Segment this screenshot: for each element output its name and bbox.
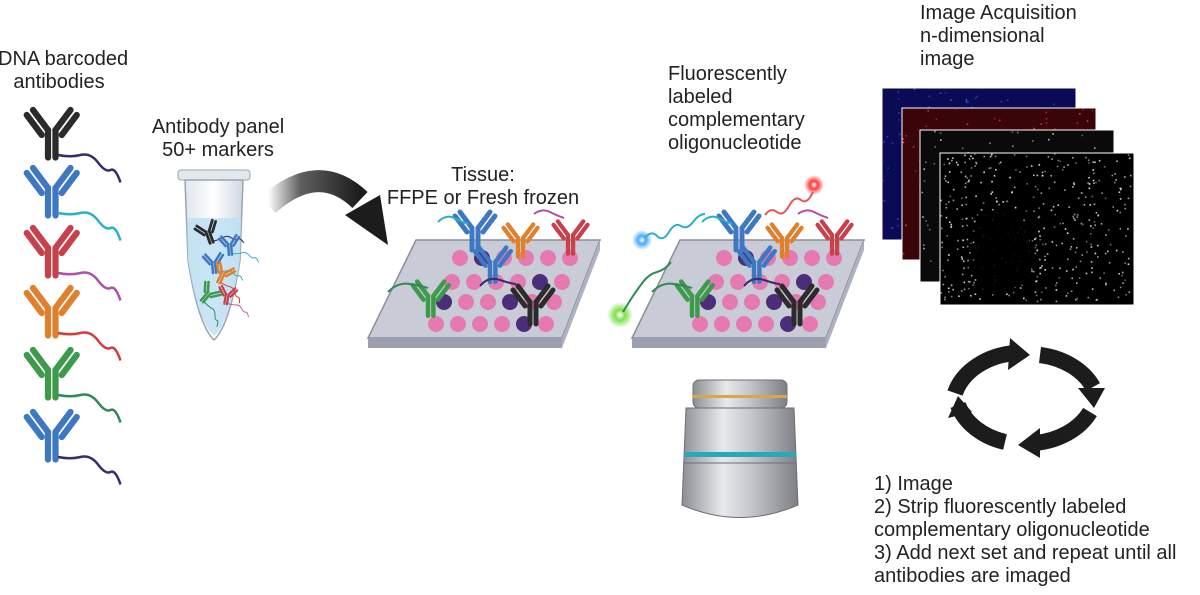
tube-icon	[177, 169, 260, 342]
tissue-dot	[692, 316, 708, 332]
tissue-dot	[428, 316, 444, 332]
label-dna-barcoded: DNA barcoded antibodies	[0, 48, 129, 94]
label-line: image	[920, 48, 975, 70]
label-tissue: Tissue: FFPE or Fresh frozen	[378, 164, 588, 210]
label-line: FFPE or Fresh frozen	[386, 187, 580, 209]
antibody-icon	[23, 224, 122, 301]
label-line: antibodies	[13, 71, 105, 93]
label-antibody-panel: Antibody panel 50+ markers	[138, 116, 298, 162]
label-line: 2) Strip fluorescently labeled	[874, 496, 1127, 518]
nucleus-dot	[796, 274, 812, 290]
tissue-dot	[466, 274, 482, 290]
label-line: labeled	[668, 86, 733, 108]
label-line: Tissue:	[451, 164, 515, 186]
antibody-icon	[774, 283, 820, 327]
label-line: Antibody panel	[151, 116, 285, 138]
tissue-dot	[818, 274, 834, 290]
fluorescent-oligo-red	[764, 175, 824, 216]
label-fluorescent-oligo: Fluorescently labeled complementary olig…	[668, 63, 805, 155]
tissue-dot	[494, 316, 510, 332]
tissue-dot	[744, 294, 760, 310]
tissue-dot	[714, 316, 730, 332]
antibody-icon	[23, 408, 122, 485]
tissue-dot	[540, 250, 556, 266]
tissue-dot	[716, 250, 732, 266]
objective-lens-icon	[681, 379, 799, 518]
antibody-icon	[23, 164, 122, 241]
antibody-icon	[217, 233, 260, 263]
slide-icon	[366, 209, 602, 348]
tissue-dot	[452, 250, 468, 266]
antibody-icon	[410, 279, 451, 319]
antibody-icon	[218, 284, 249, 318]
tissue-dot	[758, 316, 774, 332]
slide-icon	[630, 209, 866, 348]
tissue-dot	[554, 274, 570, 290]
curved-arrow-icon	[260, 170, 388, 245]
fluorescent-oligo-green	[607, 261, 672, 328]
antibody-icon	[674, 279, 715, 319]
label-line: n-dimensional	[920, 25, 1045, 47]
tissue-dot	[736, 316, 752, 332]
antibody-icon	[23, 284, 122, 361]
tissue-dot	[518, 250, 534, 266]
label-image-acquisition: Image Acquisition n-dimensional image	[920, 2, 1077, 71]
barcoded-antibody-column	[23, 106, 122, 485]
tissue-dot	[722, 294, 738, 310]
label-line: Fluorescently	[668, 63, 787, 85]
fluorescent-oligo-blue	[632, 213, 706, 250]
antibody-icon	[501, 222, 540, 259]
tissue-dot	[774, 274, 790, 290]
label-line: 50+ markers	[162, 139, 274, 161]
label-cycle-steps: 1) Image 2) Strip fluorescently labeled …	[874, 473, 1176, 588]
label-line: Image Acquisition	[920, 2, 1077, 24]
tissue-dot	[730, 274, 746, 290]
tissue-dot	[472, 316, 488, 332]
antibody-icon	[551, 219, 590, 256]
antibody-icon	[201, 251, 244, 281]
label-line: complementary	[668, 109, 805, 131]
tissue-dot	[458, 294, 474, 310]
tissue-dot	[802, 316, 818, 332]
label-line: DNA barcoded	[0, 48, 129, 70]
tissue-dot	[782, 250, 798, 266]
antibody-icon	[765, 222, 804, 259]
label-line: antibodies are imaged	[874, 565, 1071, 587]
label-line: 1) Image	[874, 473, 953, 495]
tissue-dot	[480, 294, 496, 310]
tissue-dot	[538, 316, 554, 332]
tissue-dot	[450, 316, 466, 332]
label-line: oligonucleotide	[668, 132, 802, 154]
label-line: 3) Add next set and repeat until all	[874, 542, 1177, 564]
image-stack-icon	[881, 87, 1135, 306]
nucleus-dot	[502, 294, 518, 310]
nucleus-dot	[532, 274, 548, 290]
antibody-icon	[23, 346, 122, 423]
tissue-dot	[804, 250, 820, 266]
nucleus-dot	[766, 294, 782, 310]
antibody-icon	[736, 245, 777, 285]
antibody-icon	[510, 283, 556, 327]
cycle-arrows-icon	[947, 338, 1105, 458]
label-line: complementary oligonucleotide	[874, 519, 1150, 541]
tissue-dot	[510, 274, 526, 290]
antibody-icon	[199, 280, 222, 327]
antibody-icon	[815, 219, 854, 256]
antibody-icon	[23, 106, 122, 183]
